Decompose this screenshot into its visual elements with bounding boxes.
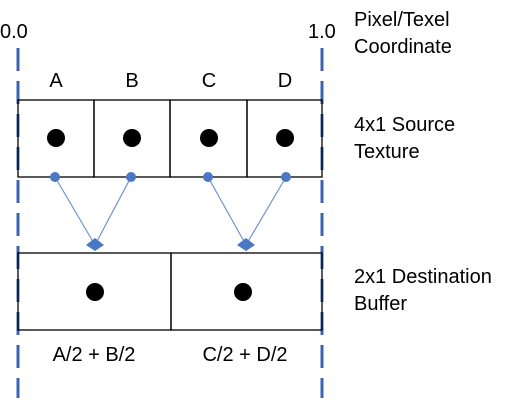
left-coordinate-label: 0.0 (0, 21, 28, 43)
sample-point (50, 172, 60, 182)
texel-center-dot (276, 129, 294, 147)
pixel-center-dot (86, 283, 104, 301)
sample-point (281, 172, 291, 182)
source-caption-line-2: Texture (354, 141, 420, 163)
sample-point (126, 172, 136, 182)
pixel-center-dot (234, 283, 252, 301)
destination-pixel-cell (170, 252, 323, 331)
coordinate-caption-line-1: Pixel/Texel (354, 9, 450, 31)
destination-formula: A/2 + B/2 (53, 344, 136, 366)
destination-caption-line-1: 2x1 Destination (354, 266, 492, 288)
filter-line (54, 176, 96, 246)
destination-caption-line-2: Buffer (354, 293, 407, 315)
texel-center-dot (47, 129, 65, 147)
texel-center-dot (123, 129, 141, 147)
right-coordinate-label: 1.0 (308, 21, 336, 43)
sample-point (203, 172, 213, 182)
source-texel-label: A (49, 70, 63, 92)
destination-formula: C/2 + D/2 (202, 344, 287, 366)
filter-line (245, 176, 287, 246)
source-caption-line-1: 4x1 Source (354, 114, 455, 136)
filter-line (207, 176, 247, 246)
source-texel-label: C (202, 70, 216, 92)
texel-center-dot (200, 129, 218, 147)
coordinate-caption-line-2: Coordinate (354, 36, 452, 58)
source-texel-label: D (278, 70, 292, 92)
merge-diamond-marker (237, 238, 255, 251)
source-texel-label: B (125, 70, 138, 92)
filter-line (94, 176, 132, 246)
merge-diamond-marker (86, 238, 104, 251)
